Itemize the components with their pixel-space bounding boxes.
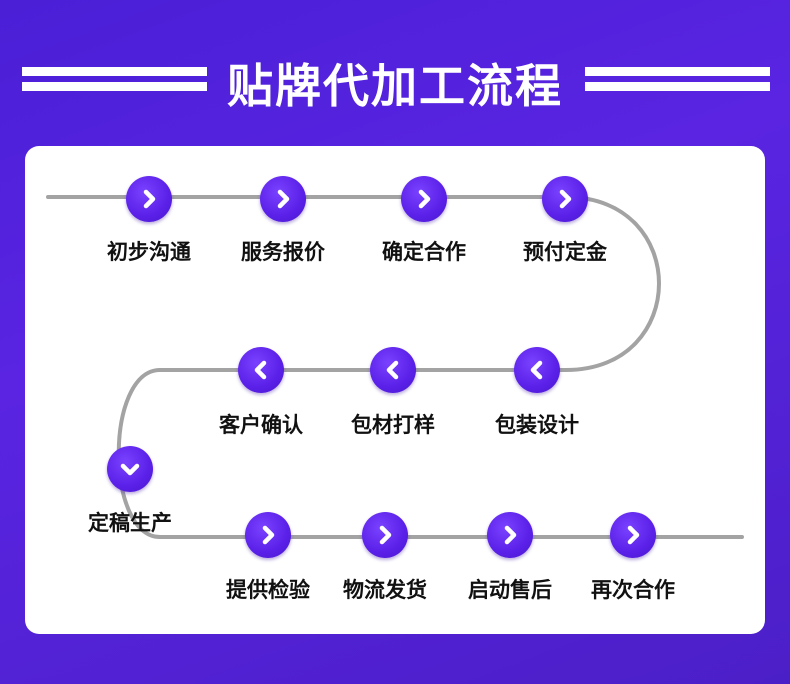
header-stripes-left xyxy=(22,67,207,93)
step-2-node xyxy=(260,176,306,222)
page-title: 贴牌代加工流程 xyxy=(227,59,563,113)
chevron-left-icon xyxy=(530,360,543,380)
step-5-label: 包装设计 xyxy=(495,413,579,437)
step-3-node xyxy=(401,176,447,222)
chevron-right-icon xyxy=(379,525,392,545)
chevron-right-icon xyxy=(627,525,640,545)
chevron-right-icon xyxy=(504,525,517,545)
step-6-node xyxy=(370,347,416,393)
header-stripes-right xyxy=(585,67,770,93)
chevron-right-icon xyxy=(559,189,572,209)
chevron-right-icon xyxy=(143,189,156,209)
step-1-node xyxy=(126,176,172,222)
step-9-node xyxy=(245,512,291,558)
step-8-node xyxy=(107,446,153,492)
step-11-label: 启动售后 xyxy=(468,578,552,602)
chevron-right-icon xyxy=(277,189,290,209)
step-7-node xyxy=(238,347,284,393)
step-3-label: 确定合作 xyxy=(382,240,466,264)
header: 贴牌代加工流程 xyxy=(0,40,790,120)
step-12-node xyxy=(610,512,656,558)
chevron-left-icon xyxy=(386,360,399,380)
step-4-node xyxy=(542,176,588,222)
step-9-label: 提供检验 xyxy=(226,578,310,602)
step-1-label: 初步沟通 xyxy=(107,240,191,264)
chevron-left-icon xyxy=(254,360,267,380)
step-11-node xyxy=(487,512,533,558)
step-4-label: 预付定金 xyxy=(523,240,607,264)
chevron-down-icon xyxy=(120,463,140,476)
step-10-node xyxy=(362,512,408,558)
step-5-node xyxy=(514,347,560,393)
step-2-label: 服务报价 xyxy=(241,240,325,264)
chevron-right-icon xyxy=(262,525,275,545)
step-10-label: 物流发货 xyxy=(343,578,427,602)
step-8-label: 定稿生产 xyxy=(88,511,172,535)
step-7-label: 客户确认 xyxy=(219,413,303,437)
chevron-right-icon xyxy=(418,189,431,209)
step-6-label: 包材打样 xyxy=(351,413,435,437)
step-12-label: 再次合作 xyxy=(591,578,675,602)
